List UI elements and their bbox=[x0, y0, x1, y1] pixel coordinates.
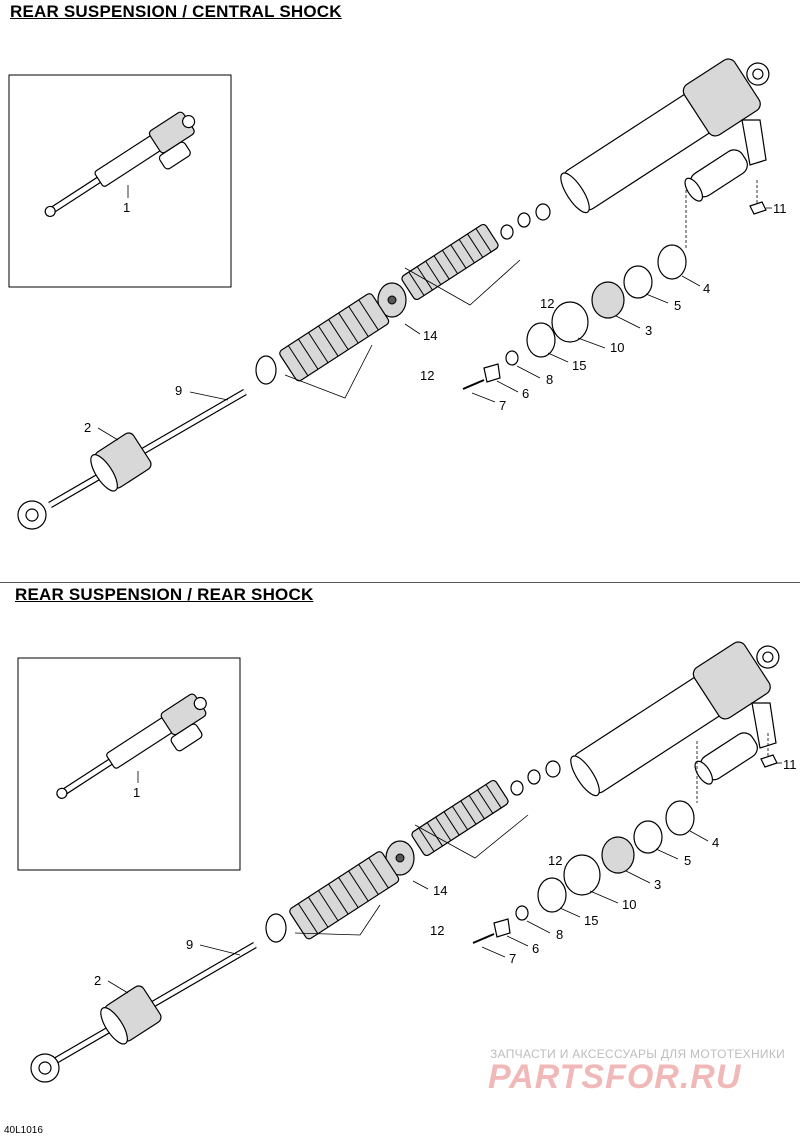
callout-12-upper: 12 bbox=[540, 296, 554, 311]
callout-10: 10 bbox=[610, 340, 624, 355]
inset-frame bbox=[17, 657, 241, 871]
drawing-code: 40L1016 bbox=[4, 1125, 43, 1136]
inset-reservoir bbox=[170, 723, 203, 752]
callout-1: 1 bbox=[133, 785, 140, 800]
nut-washer-stack bbox=[500, 203, 551, 240]
inset-assembled-shock: 1 bbox=[8, 74, 232, 288]
callout-12-lower: 12 bbox=[430, 923, 444, 938]
callout-6: 6 bbox=[532, 941, 539, 956]
callout-7: 7 bbox=[509, 951, 516, 966]
callout-9: 9 bbox=[175, 383, 182, 398]
callout-6: 6 bbox=[522, 386, 529, 401]
shock-body-cylinder bbox=[560, 58, 770, 214]
callout-5: 5 bbox=[684, 853, 691, 868]
bladder-cap bbox=[551, 301, 589, 343]
callout-4: 4 bbox=[703, 281, 710, 296]
reservoir-piston bbox=[601, 836, 635, 874]
watermark-logo: PARTSFOR.RU bbox=[488, 1058, 742, 1096]
shim-stack-lower bbox=[255, 293, 390, 399]
callout-leaders bbox=[97, 207, 772, 441]
callout-7: 7 bbox=[499, 398, 506, 413]
shock-shaft bbox=[30, 941, 257, 1083]
callout-8: 8 bbox=[556, 927, 563, 942]
reservoir-components bbox=[472, 733, 778, 944]
reservoir-components bbox=[462, 180, 767, 390]
callout-2: 2 bbox=[94, 973, 101, 988]
reservoir-piston bbox=[591, 281, 625, 319]
piston bbox=[377, 282, 407, 318]
callout-5: 5 bbox=[674, 298, 681, 313]
watermark-tagline: ЗАПЧАСТИ И АКСЕССУАРЫ ДЛЯ МОТОТЕХНИКИ bbox=[490, 1047, 786, 1061]
rear-shock-exploded-diagram: 1 bbox=[17, 641, 797, 1083]
section-divider bbox=[0, 582, 800, 583]
seal-head bbox=[90, 432, 152, 492]
callout-3: 3 bbox=[645, 323, 652, 338]
callout-3: 3 bbox=[654, 877, 661, 892]
callout-12-upper: 12 bbox=[548, 853, 562, 868]
section-title-rear-shock: REAR SUSPENSION / REAR SHOCK bbox=[15, 585, 314, 604]
inset-assembled-shock: 1 bbox=[17, 657, 241, 871]
shim-stack-lower bbox=[265, 851, 400, 943]
piston bbox=[385, 840, 415, 876]
callout-14: 14 bbox=[433, 883, 447, 898]
shim-stack-upper bbox=[401, 223, 521, 306]
central-shock-exploded-diagram: 1 bbox=[8, 58, 787, 530]
section-title-central-shock: REAR SUSPENSION / CENTRAL SHOCK bbox=[10, 2, 342, 21]
shock-shaft bbox=[17, 388, 247, 530]
callout-9: 9 bbox=[186, 937, 193, 952]
callout-15: 15 bbox=[584, 913, 598, 928]
callout-11: 11 bbox=[773, 201, 787, 216]
shock-body-cylinder bbox=[570, 641, 780, 797]
callout-11: 11 bbox=[783, 757, 797, 772]
callout-leaders bbox=[107, 762, 782, 994]
callout-8: 8 bbox=[546, 372, 553, 387]
inset-frame bbox=[8, 74, 232, 288]
seal-head bbox=[100, 985, 162, 1045]
callout-15: 15 bbox=[572, 358, 586, 373]
callout-2: 2 bbox=[84, 420, 91, 435]
nut-washer-stack bbox=[510, 760, 561, 796]
callout-10: 10 bbox=[622, 897, 636, 912]
bladder-cap bbox=[563, 854, 601, 896]
shim-stack-upper bbox=[411, 779, 529, 859]
inset-reservoir bbox=[158, 141, 191, 170]
callout-12-lower: 12 bbox=[420, 368, 434, 383]
callout-14: 14 bbox=[423, 328, 437, 343]
callout-4: 4 bbox=[712, 835, 719, 850]
callout-1: 1 bbox=[123, 200, 130, 215]
